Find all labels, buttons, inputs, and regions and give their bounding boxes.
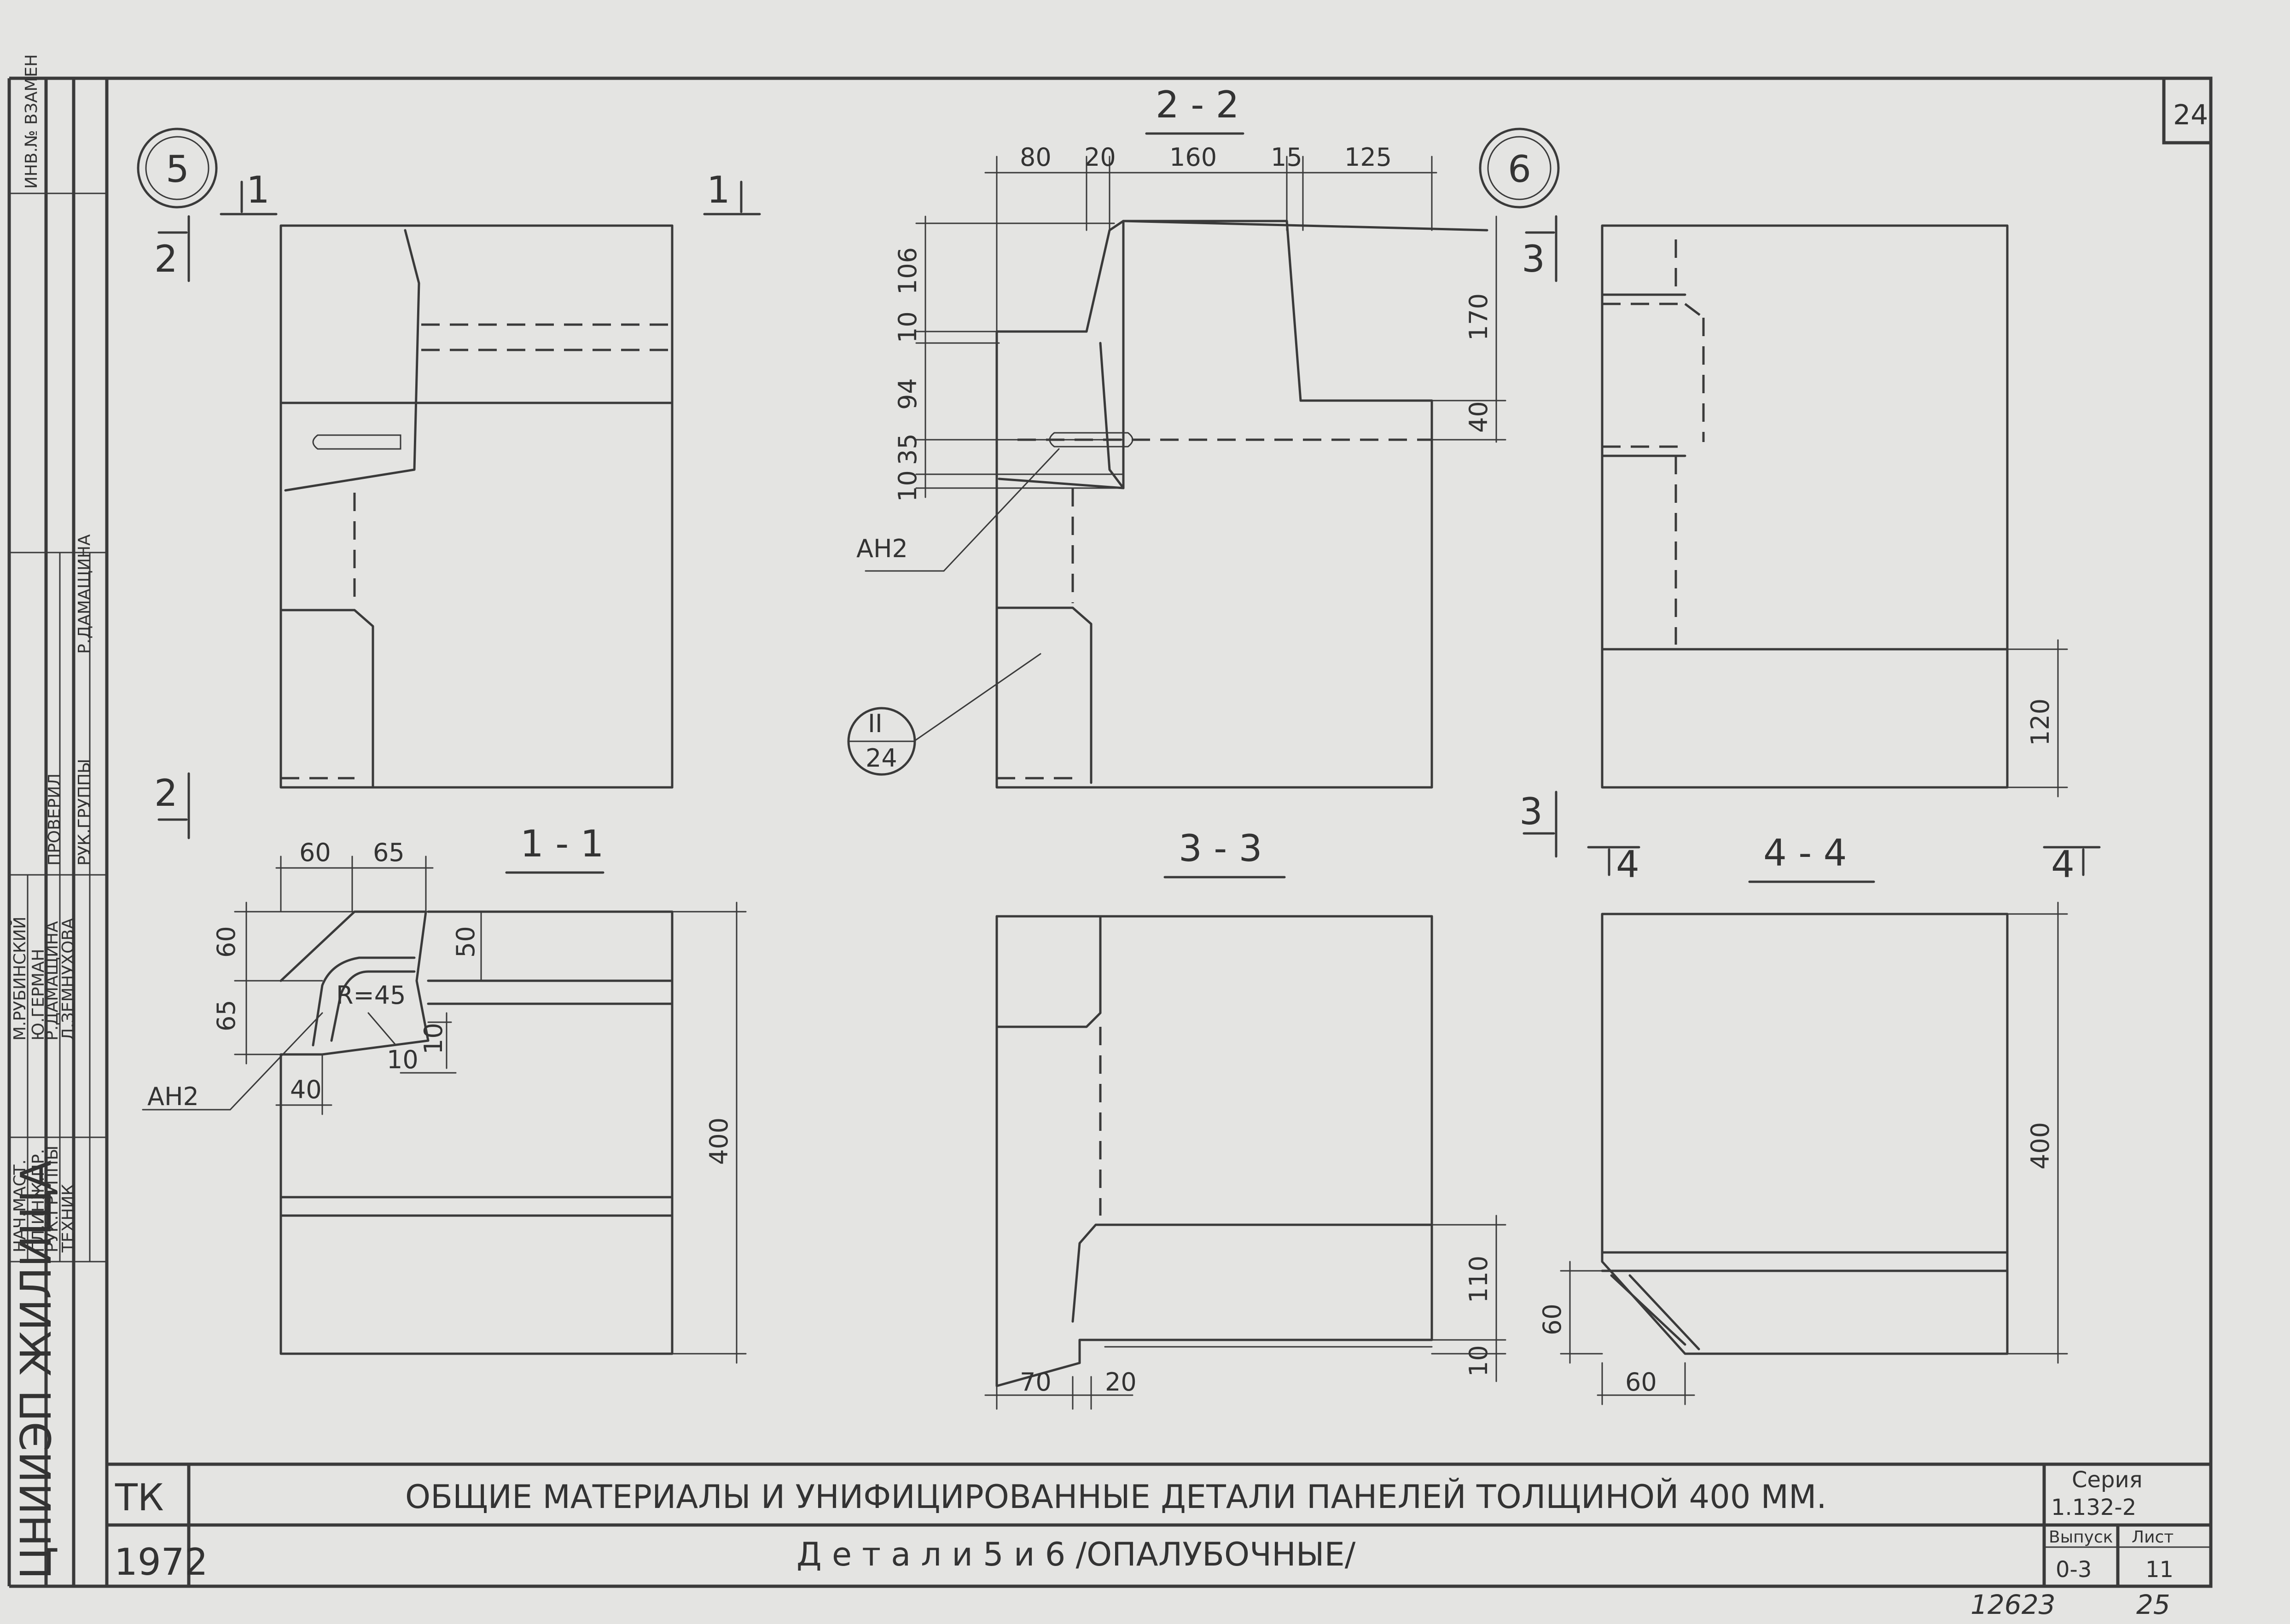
callout-denominator: 24: [866, 744, 897, 773]
detail-6-plan: 6 3 3 120: [1479, 128, 2068, 858]
issue-label: Выпуск: [2049, 1528, 2113, 1547]
issue-value: 0-3: [2056, 1557, 2092, 1583]
staff-name-1: М.РУБИНСКИЙ: [10, 917, 29, 1041]
section-mark-1-left: 1: [246, 169, 270, 211]
staff-role-5: РУК.ГРУППЫ: [75, 759, 94, 866]
detail-5-plan: 5 1 1 2 2: [137, 128, 761, 839]
section-mark-2-bottom: 2: [154, 772, 178, 815]
staff-role-2: ГЛ.ИНЖ.ПР.: [29, 1149, 48, 1252]
s11-dim-top-1: 60: [299, 838, 331, 867]
series-label: Серия: [2072, 1467, 2143, 1493]
callout-numerator: II: [868, 709, 883, 738]
sheet-number: 24: [2173, 99, 2208, 131]
s11-dim-height: 400: [704, 1118, 733, 1165]
section-mark-4-right: 4: [2051, 843, 2075, 886]
staff-role-3: РУК.ГРУППЫ: [43, 1146, 62, 1252]
s44-dim-small-1: 60: [1538, 1304, 1567, 1335]
staff-name-3: Р.ДАМАЩИНА: [43, 921, 62, 1041]
s22-dim-right-1: 170: [1464, 293, 1493, 341]
detail-5-marker: 5: [166, 148, 189, 191]
top-stamp-text: ИНВ.№ ВЗАМЕН: [22, 54, 41, 189]
sheet-frame: [7, 76, 2213, 1588]
staff-role-4: ТЕХНИК: [59, 1184, 78, 1253]
checked-label: ПРОВЕРИЛ: [45, 774, 64, 866]
s11-dim-left-2: 65: [212, 1000, 241, 1031]
s33-dim-right-1: 110: [1464, 1256, 1493, 1303]
tk-label: ТК: [115, 1476, 164, 1519]
section-1-1-title: 1 - 1: [520, 822, 604, 865]
staff-name-2: Ю.ГЕРМАН: [29, 949, 48, 1041]
s22-dim-left-4: 35: [893, 433, 922, 465]
section-2-2: 2 - 2 80 20 160 15 125 106 10 94 35 10: [847, 83, 1506, 789]
s11-dim-misc-2: 10: [419, 1023, 448, 1054]
s11-dim-left-1: 60: [212, 926, 241, 958]
s22-dim-right-2: 40: [1464, 401, 1493, 433]
staff-name-5: Р.ДАМАЩИНА: [75, 534, 94, 654]
bottom-number: 12623: [1970, 1589, 2056, 1620]
s11-radius: R=45: [336, 981, 406, 1010]
s22-dim-left-5: 10: [893, 470, 922, 502]
section-mark-3-top: 3: [1522, 238, 1545, 280]
s33-dim-right-2: 10: [1464, 1345, 1493, 1377]
staff-role-1: НАЧ.МАСТ.: [11, 1159, 29, 1252]
org-name: ЦНИИЭП ЖИЛИЩА: [12, 1160, 61, 1579]
bottom-page: 25: [2136, 1589, 2170, 1620]
s22-an2-label: АН2: [856, 534, 908, 563]
s11-dim-misc-1: 50: [451, 926, 480, 958]
detail-6-marker: 6: [1508, 148, 1531, 191]
s22-dim-left-1: 106: [893, 247, 922, 295]
left-stamp: ИНВ.№ ВЗАМЕН ПРОВЕРИЛ НАЧ.МАСТ. М.РУБИНС…: [8, 54, 108, 1586]
s33-dim-bottom-1: 70: [1020, 1368, 1052, 1397]
s11-dim-misc-4: 40: [290, 1075, 322, 1104]
section-1-1: 1 - 1 60 65 60 65 R=45 50 10 10 40: [142, 822, 747, 1364]
year-label: 1972: [114, 1541, 208, 1583]
section-4-4-title: 4 - 4: [1763, 832, 1847, 874]
s11-dim-top-2: 65: [373, 838, 405, 867]
section-mark-2-top: 2: [154, 238, 178, 280]
s22-dim-left-3: 94: [893, 378, 922, 410]
section-mark-1-right: 1: [707, 169, 730, 211]
series-value: 1.132-2: [2051, 1495, 2136, 1520]
section-mark-4-left: 4: [1616, 843, 1639, 886]
title-line-2: Д е т а л и 5 и 6 /ОПАЛУБОЧНЫЕ/: [796, 1536, 1356, 1573]
s44-dim-small-2: 60: [1625, 1368, 1657, 1397]
s44-dim-height: 400: [2026, 1122, 2055, 1170]
d6-dim-right: 120: [2026, 698, 2055, 746]
s11-an2-label: АН2: [147, 1082, 199, 1111]
s22-dim-top-1: 80: [1020, 143, 1052, 172]
s22-dim-top-5: 125: [1344, 143, 1392, 172]
section-3-3: 3 - 3 70 20 110 10: [984, 827, 1506, 1410]
section-4-4: 4 - 4 4 4 400 60 60: [1538, 832, 2101, 1405]
section-3-3-title: 3 - 3: [1179, 827, 1262, 870]
title-block: ТК 1972 ОБЩИЕ МАТЕРИАЛЫ И УНИФИЦИРОВАННЫ…: [114, 99, 2208, 1620]
list-label: Лист: [2132, 1528, 2174, 1547]
s22-dim-top-2: 20: [1084, 143, 1116, 172]
title-line-1: ОБЩИЕ МАТЕРИАЛЫ И УНИФИЦИРОВАННЫЕ ДЕТАЛИ…: [405, 1478, 1827, 1516]
section-mark-3-bottom: 3: [1519, 790, 1543, 833]
staff-name-4: Л.ЗЕМНУХОВА: [59, 918, 78, 1041]
s22-dim-top-3: 160: [1169, 143, 1217, 172]
list-value: 11: [2145, 1557, 2174, 1583]
section-2-2-title: 2 - 2: [1156, 83, 1239, 126]
s33-dim-bottom-2: 20: [1105, 1368, 1137, 1397]
s22-dim-top-4: 15: [1271, 143, 1302, 172]
s11-dim-misc-3: 10: [387, 1045, 418, 1074]
s22-dim-left-2: 10: [893, 311, 922, 343]
